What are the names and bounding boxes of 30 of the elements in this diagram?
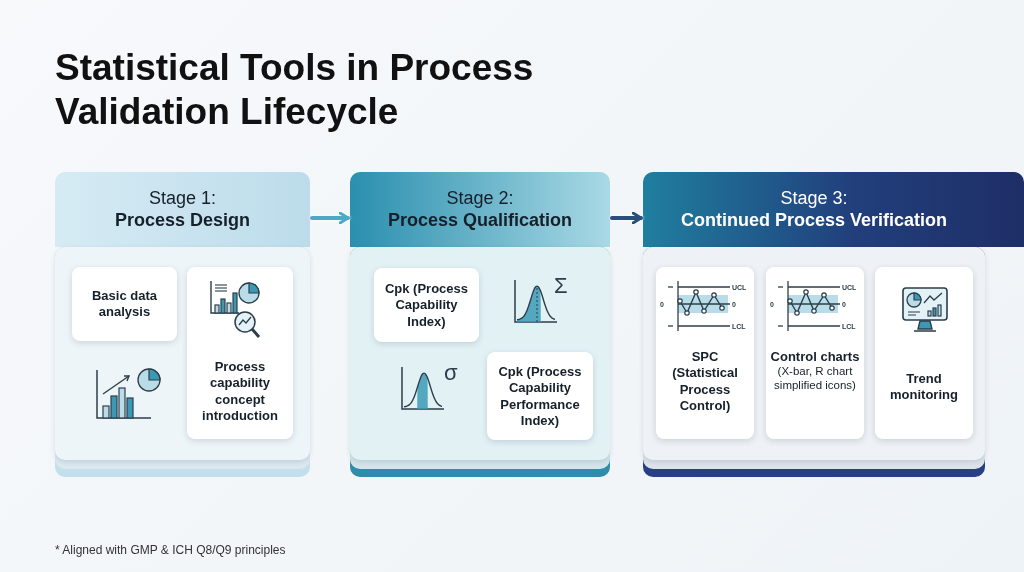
title: Statistical Tools in Process Validation Lifecycle — [55, 46, 535, 135]
card-title: Control charts — [770, 349, 860, 366]
tool-card — [656, 267, 754, 439]
stage-title: Process Design — [114, 209, 251, 232]
stage-number: Stage 2: — [446, 187, 514, 210]
card-title: Trend monitoring — [889, 371, 959, 404]
footnote: * Aligned with GMP & ICH Q8/Q9 principles — [55, 543, 286, 557]
sigma-symbol: Σ — [554, 275, 568, 297]
sigma-symbol: σ — [444, 362, 458, 384]
tool-card — [72, 267, 177, 341]
card-title: SPC (Statistical Process Control) — [671, 349, 739, 414]
stage-panel — [350, 172, 610, 477]
stage-number: Stage 3: — [780, 187, 848, 210]
stage-title: Continued Process Verification — [680, 209, 948, 232]
arrow — [310, 211, 350, 225]
tool-card — [766, 267, 864, 439]
tool-card — [187, 267, 293, 439]
tool-card — [875, 267, 973, 439]
card-title: Cpk (Process Capability Index) — [383, 280, 470, 330]
card-title: Process capability concept introduction — [201, 359, 279, 424]
stage-title: Process Qualification — [387, 209, 573, 232]
tool-card — [487, 352, 593, 440]
stage-panel — [55, 172, 310, 477]
card-note: (X-bar, R chart simplified icons) — [773, 365, 857, 393]
card-title: Cpk (Process Capability Performance Index) — [497, 363, 583, 429]
stage-number: Stage 1: — [148, 187, 217, 210]
arrow — [610, 211, 643, 225]
stage-panel — [643, 172, 1024, 477]
tool-card — [374, 268, 479, 342]
card-title: Basic data analysis — [90, 287, 158, 321]
